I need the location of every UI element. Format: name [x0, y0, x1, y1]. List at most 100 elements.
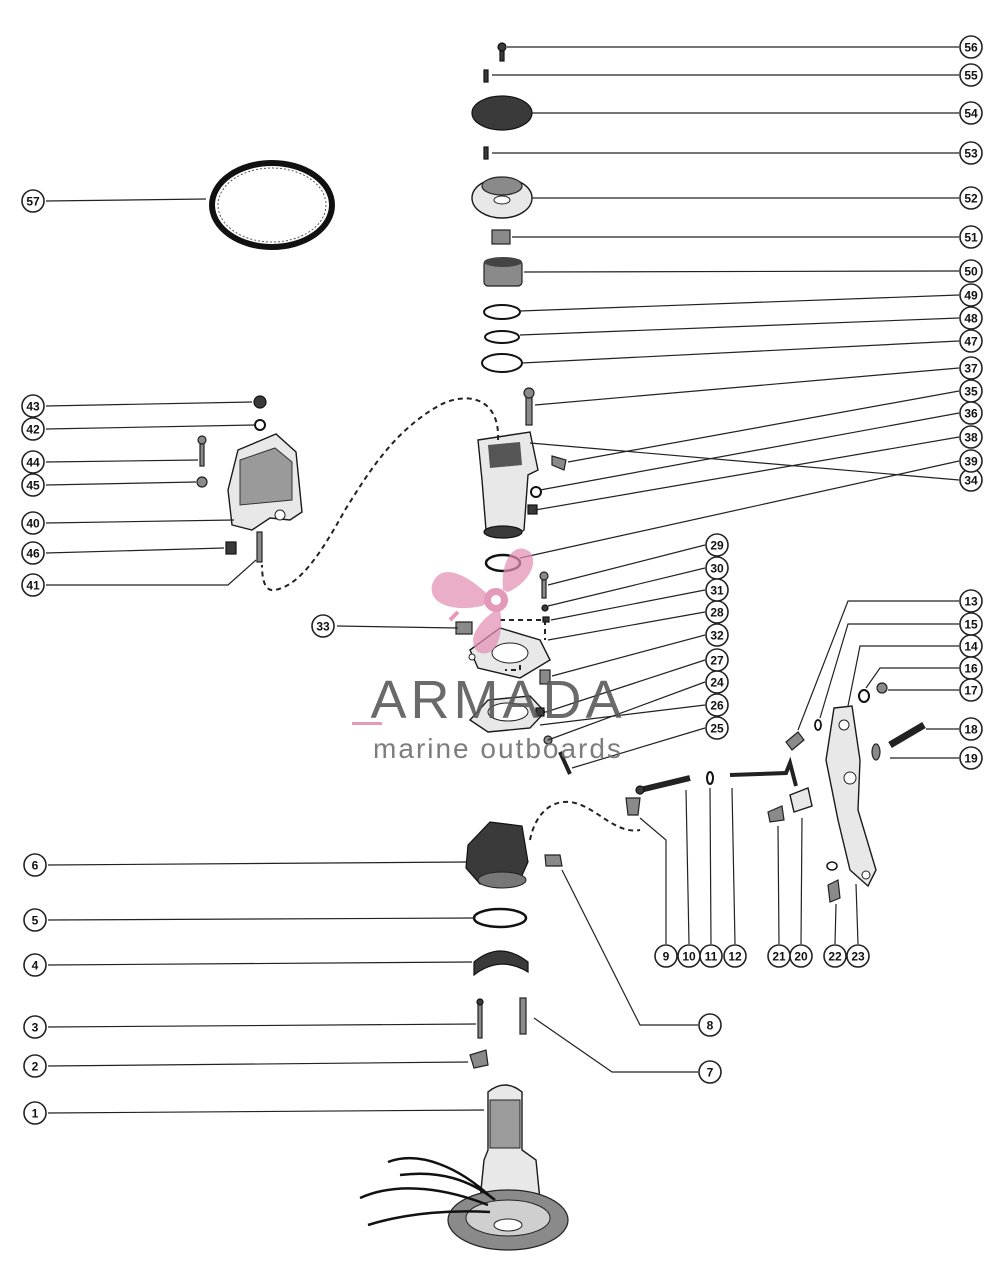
- callout-number: 19: [964, 752, 978, 766]
- callout-40: 40: [21, 511, 45, 535]
- callout-15: 15: [959, 612, 983, 636]
- propeller-logo-icon: [431, 548, 534, 654]
- callout-27: 27: [705, 648, 729, 672]
- callout-number: 11: [705, 950, 718, 964]
- callout-circle: [959, 746, 983, 770]
- callout-number: 17: [964, 684, 978, 698]
- callout-47: 47: [959, 329, 983, 353]
- callout-circle: [23, 1054, 47, 1078]
- callout-circle: [705, 578, 729, 602]
- callout-circle: [21, 511, 45, 535]
- callout-number: 2: [32, 1060, 39, 1074]
- nut-part-17: [876, 682, 888, 694]
- fitting-part-8: [544, 854, 563, 867]
- callout-number: 20: [794, 950, 808, 964]
- callout-number: 56: [964, 41, 978, 55]
- callout-21: 21: [767, 944, 791, 968]
- lower-housing-part: [465, 821, 529, 885]
- callout-number: 44: [26, 456, 40, 470]
- callout-circle: [23, 1015, 47, 1039]
- callout-circle: [959, 186, 983, 210]
- callout-number: 36: [964, 407, 978, 421]
- screw-part-3: [477, 999, 483, 1039]
- callout-12: 12: [723, 944, 747, 968]
- callout-circle: [698, 1060, 722, 1084]
- callout-37: 37: [959, 356, 983, 380]
- callout-2: 2: [23, 1054, 47, 1078]
- callout-number: 52: [964, 192, 978, 206]
- callout-number: 8: [707, 1019, 714, 1033]
- callout-circle: [959, 401, 983, 425]
- callout-circle: [21, 473, 45, 497]
- callout-1: 1: [23, 1101, 47, 1125]
- belt-part: [209, 160, 335, 250]
- ring-part-5: [472, 907, 528, 929]
- callout-31: 31: [705, 578, 729, 602]
- callout-number: 46: [26, 547, 40, 561]
- callout-number: 34: [964, 474, 978, 488]
- callout-49: 49: [959, 283, 983, 307]
- callout-number: 50: [964, 265, 978, 279]
- callout-number: 35: [964, 385, 978, 399]
- callout-circle: [767, 944, 791, 968]
- callout-circle: [311, 614, 335, 638]
- wires-part: [359, 1157, 496, 1227]
- callout-circle: [705, 533, 729, 557]
- callout-22: 22: [823, 944, 847, 968]
- callout-number: 28: [710, 606, 724, 620]
- callout-18: 18: [959, 717, 983, 741]
- pin-part: [483, 69, 489, 83]
- callout-number: 43: [26, 400, 40, 414]
- clip-part: [551, 455, 567, 471]
- dashed-path-plate: [500, 619, 546, 671]
- pin-part-2: [483, 146, 489, 160]
- callout-29: 29: [705, 533, 729, 557]
- screw-part-29: [541, 577, 547, 599]
- callout-42: 42: [21, 417, 45, 441]
- callout-circle: [959, 612, 983, 636]
- callout-32: 32: [705, 623, 729, 647]
- callout-5: 5: [23, 908, 47, 932]
- callout-51: 51: [959, 225, 983, 249]
- callout-13: 13: [959, 589, 983, 613]
- callout-number: 49: [964, 289, 978, 303]
- callout-number: 55: [964, 69, 978, 83]
- callout-28: 28: [705, 600, 729, 624]
- ring-part-49: [483, 304, 521, 320]
- fitting-part-9: [625, 797, 641, 816]
- callout-48: 48: [959, 306, 983, 330]
- callout-number: 41: [26, 579, 40, 593]
- callout-50: 50: [959, 259, 983, 283]
- callout-41: 41: [21, 573, 45, 597]
- callout-number: 51: [964, 231, 978, 245]
- callout-circle: [698, 1013, 722, 1037]
- callout-17: 17: [959, 678, 983, 702]
- callout-circle: [959, 425, 983, 449]
- callout-circle: [23, 908, 47, 932]
- callout-number: 47: [964, 335, 978, 349]
- callout-circle: [959, 329, 983, 353]
- callout-circle: [21, 394, 45, 418]
- callout-number: 37: [964, 362, 978, 376]
- callout-circle: [959, 356, 983, 380]
- callout-4: 4: [23, 953, 47, 977]
- callout-circle: [846, 944, 870, 968]
- callout-8: 8: [698, 1013, 722, 1037]
- bushing-part: [491, 229, 511, 245]
- callout-circle: [21, 573, 45, 597]
- washer-part: [530, 486, 542, 498]
- ring-part-48: [484, 330, 520, 344]
- callout-circle: [705, 716, 729, 740]
- spring-part-32: [539, 669, 551, 685]
- callout-36: 36: [959, 401, 983, 425]
- callout-24: 24: [705, 670, 729, 694]
- parts-drawings: [196, 42, 926, 1251]
- callout-number: 54: [964, 107, 978, 121]
- callout-number: 30: [710, 562, 724, 576]
- callout-circle: [705, 623, 729, 647]
- callout-circle: [959, 589, 983, 613]
- nut-part-43: [253, 395, 267, 409]
- nut-part-21: [767, 805, 785, 823]
- callout-number: 48: [964, 312, 978, 326]
- callout-circle: [959, 35, 983, 59]
